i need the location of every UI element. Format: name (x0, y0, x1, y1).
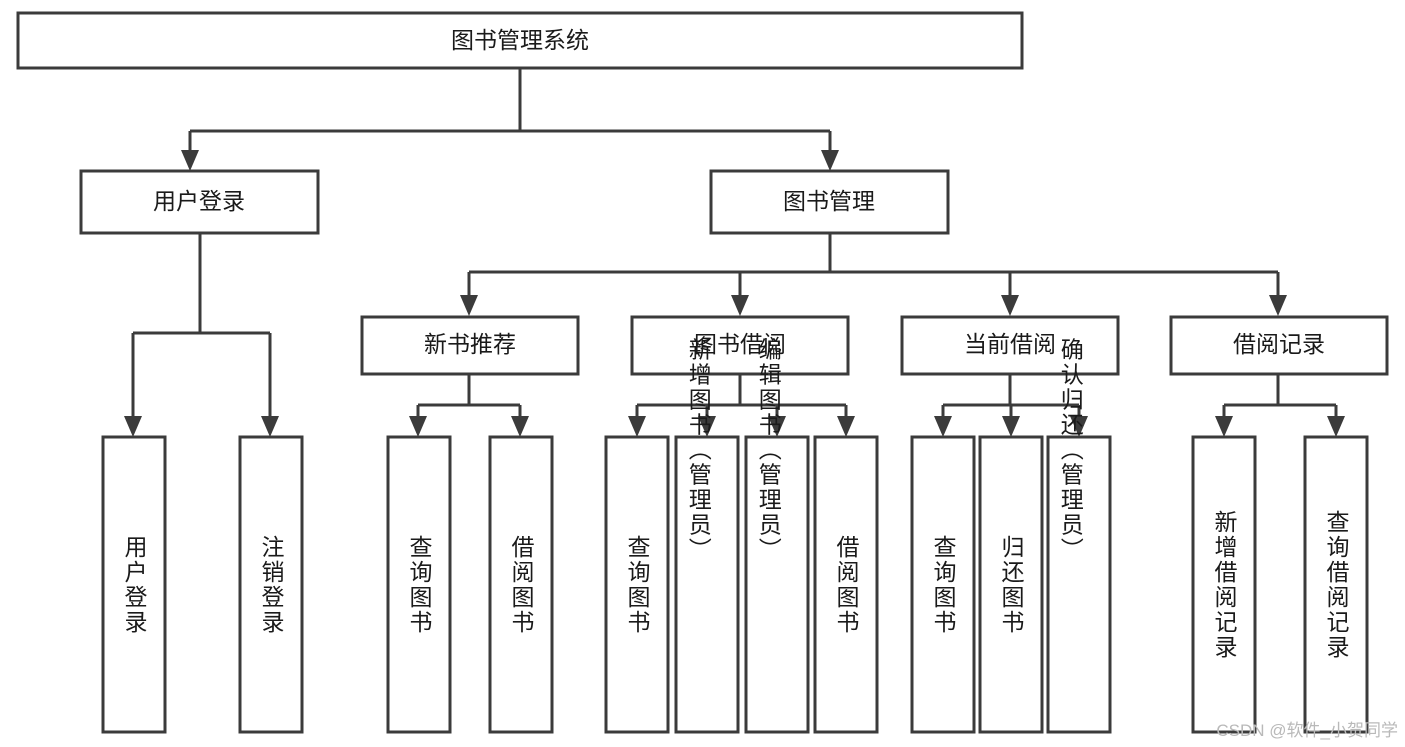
arrowhead-leaf-user-login (124, 416, 142, 437)
node-new-book-rec-label: 新书推荐 (424, 331, 516, 357)
arrowhead-user-login (181, 150, 199, 171)
node-book-borrow-rect[interactable] (630, 315, 850, 376)
node-borrow-record[interactable]: 借阅记录 (1169, 315, 1389, 376)
node-root-label: 图书管理系统 (451, 27, 589, 53)
node-leaf-borrow-book-1-label: 借阅图书 (508, 535, 535, 635)
node-user-login[interactable]: 用户登录 (79, 169, 320, 235)
arrowhead-leaf-query-book-1 (409, 416, 427, 437)
node-leaf-query-book-3-label: 查询图书 (930, 535, 957, 635)
arrowhead-leaf-borrow-book-1 (511, 416, 529, 437)
node-leaf-borrow-book-1-rect[interactable] (488, 435, 554, 734)
node-leaf-user-login-label: 用户登录 (121, 535, 148, 635)
node-leaf-add-record[interactable]: 新增借阅记录 (1191, 435, 1257, 734)
node-leaf-query-book-3-rect[interactable] (910, 435, 976, 734)
node-leaf-query-record-label: 查询借阅记录 (1323, 510, 1350, 660)
arrowhead-leaf-add-record (1215, 416, 1233, 437)
node-leaf-edit-book[interactable]: 编辑图书（管理员） (744, 338, 810, 734)
node-user-login-label: 用户登录 (153, 188, 245, 214)
arrowhead-book-manage (821, 150, 839, 171)
node-leaf-borrow-book-2-rect[interactable] (813, 435, 879, 734)
node-leaf-add-book[interactable]: 新增图书（管理员） (674, 338, 740, 734)
arrowhead-leaf-confirm-return (1070, 416, 1088, 437)
node-current-borrow-label: 当前借阅 (964, 331, 1056, 357)
node-leaf-add-book-label: 新增图书（管理员） (685, 338, 712, 563)
node-leaf-user-login-rect[interactable] (101, 435, 167, 734)
arrowhead-leaf-query-book-2 (628, 416, 646, 437)
arrowhead-leaf-add-book (698, 416, 716, 437)
node-new-book-rec[interactable]: 新书推荐 (360, 315, 580, 376)
node-root[interactable]: 图书管理系统 (16, 11, 1024, 70)
node-leaf-user-logout-label: 注销登录 (258, 535, 285, 635)
node-leaf-confirm-return-rect[interactable] (1046, 435, 1112, 734)
node-leaf-borrow-book-2-label: 借阅图书 (833, 535, 860, 635)
arrowhead-leaf-query-book-3 (934, 416, 952, 437)
node-leaf-borrow-book-1[interactable]: 借阅图书 (488, 435, 554, 734)
node-leaf-user-logout-rect[interactable] (238, 435, 304, 734)
arrowhead-borrow-record (1269, 295, 1287, 316)
node-leaf-query-book-1-label: 查询图书 (406, 535, 433, 635)
node-user-login-rect[interactable] (79, 169, 320, 235)
node-leaf-query-record[interactable]: 查询借阅记录 (1303, 435, 1369, 734)
node-layer: 图书管理系统 用户登录 图书管理 新书推荐 图书借阅 当前借阅 借阅记录 (16, 11, 1389, 734)
arrowhead-leaf-return-book (1002, 416, 1020, 437)
node-leaf-return-book[interactable]: 归还图书 (978, 435, 1044, 734)
node-leaf-query-book-2-label: 查询图书 (624, 535, 651, 635)
node-book-manage[interactable]: 图书管理 (709, 169, 950, 235)
node-current-borrow-rect[interactable] (900, 315, 1120, 376)
node-current-borrow[interactable]: 当前借阅 (900, 315, 1120, 376)
arrowhead-leaf-borrow-book-2 (837, 416, 855, 437)
node-leaf-query-book-1[interactable]: 查询图书 (386, 435, 452, 734)
node-leaf-borrow-book-2[interactable]: 借阅图书 (813, 435, 879, 734)
node-book-manage-label: 图书管理 (783, 188, 875, 214)
node-leaf-add-book-rect[interactable] (674, 435, 740, 734)
node-leaf-query-book-2[interactable]: 查询图书 (604, 435, 670, 734)
node-leaf-query-book-3[interactable]: 查询图书 (910, 435, 976, 734)
arrowhead-leaf-edit-book (768, 416, 786, 437)
node-leaf-query-book-2-rect[interactable] (604, 435, 670, 734)
arrowhead-leaf-user-logout (261, 416, 279, 437)
arrowhead-book-borrow (731, 295, 749, 316)
node-leaf-confirm-return-label: 确认归还（管理员） (1057, 338, 1084, 563)
node-leaf-add-record-label: 新增借阅记录 (1211, 510, 1238, 660)
node-root-rect[interactable] (16, 11, 1024, 70)
arrowhead-new-book-rec (460, 295, 478, 316)
connector-layer (124, 68, 1345, 437)
node-borrow-record-rect[interactable] (1169, 315, 1389, 376)
node-leaf-query-record-rect[interactable] (1303, 435, 1369, 734)
node-leaf-query-book-1-rect[interactable] (386, 435, 452, 734)
arrowhead-current-borrow (1001, 295, 1019, 316)
node-book-manage-rect[interactable] (709, 169, 950, 235)
node-borrow-record-label: 借阅记录 (1233, 331, 1325, 357)
node-leaf-user-login[interactable]: 用户登录 (101, 435, 167, 734)
watermark-text: CSDN @软件_小贺同学 (1216, 721, 1398, 740)
node-new-book-rec-rect[interactable] (360, 315, 580, 376)
node-book-borrow[interactable]: 图书借阅 (630, 315, 850, 376)
node-leaf-edit-book-label: 编辑图书（管理员） (755, 338, 782, 563)
node-leaf-return-book-label: 归还图书 (998, 535, 1025, 635)
node-leaf-confirm-return[interactable]: 确认归还（管理员） (1046, 338, 1112, 734)
node-leaf-add-record-rect[interactable] (1191, 435, 1257, 734)
node-leaf-user-logout[interactable]: 注销登录 (238, 435, 304, 734)
node-leaf-edit-book-rect[interactable] (744, 435, 810, 734)
node-book-borrow-label: 图书借阅 (694, 331, 786, 357)
node-leaf-return-book-rect[interactable] (978, 435, 1044, 734)
arrowhead-leaf-query-record (1327, 416, 1345, 437)
